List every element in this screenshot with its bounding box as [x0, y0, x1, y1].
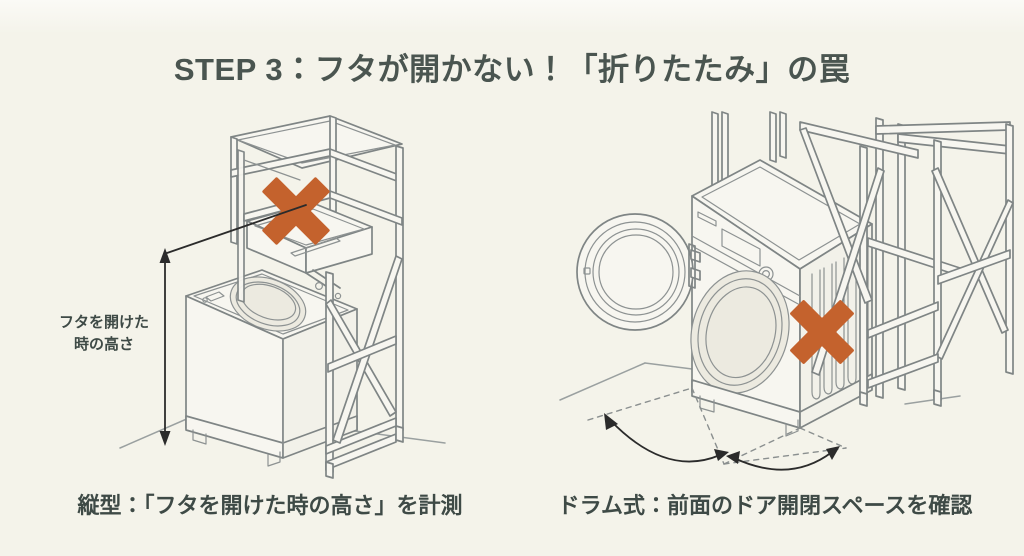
caption-top-loader: 縦型：「フタを開けた時の高さ」を計測: [77, 493, 463, 518]
drum-washer-open-door: [576, 213, 701, 331]
washer-drum-opening: [229, 276, 307, 332]
caption-front-loader: ドラム式：前面のドア開閉スペースを確認: [557, 493, 973, 518]
x-mark-right: [790, 300, 854, 364]
floor-line-right: [559, 362, 961, 405]
x-mark-left: [262, 177, 330, 245]
page-title: STEP 3：フタが開かない！「折りたたみ」の罠: [173, 52, 851, 87]
door-swing-floor-annotation: [587, 387, 847, 471]
height-dimension-label-line1: フタを開けた: [58, 314, 149, 331]
height-dimension-left: [159, 204, 307, 446]
height-dimension-label: フタを開けた 時の高さ: [48, 312, 160, 356]
height-dimension-label-line2: 時の高さ: [73, 335, 134, 353]
shelf-rack-left-back: [230, 115, 403, 245]
